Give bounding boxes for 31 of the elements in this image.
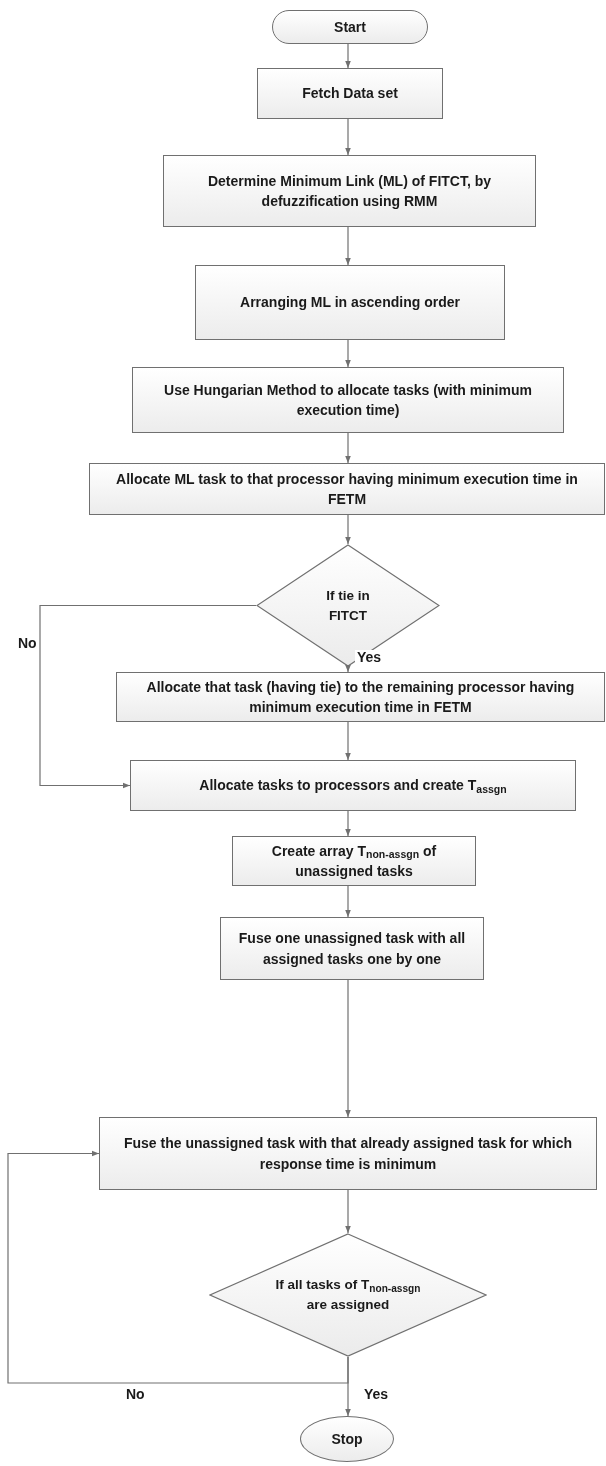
arrow xyxy=(345,43,351,69)
edge-label: No xyxy=(124,1387,147,1401)
edge-label: Yes xyxy=(355,650,384,664)
arrow xyxy=(7,1150,349,1384)
process-box: Fetch Data set xyxy=(257,68,443,119)
arrow xyxy=(345,226,351,266)
process-box: Fuse the unassigned task with that already assigned task for which response time is minimum xyxy=(99,1117,597,1190)
arrow xyxy=(345,339,351,368)
process-box: Fuse one unassigned task with all assigned tasks one by one xyxy=(220,917,484,980)
process-box: Arranging ML in ascending order xyxy=(195,265,505,340)
arrow xyxy=(345,721,351,761)
edge-label: No xyxy=(16,636,39,650)
arrow xyxy=(345,1189,351,1234)
process-box: Allocate ML task to that processor having minimum execution time in FETM xyxy=(89,463,605,515)
process-box: Create array T$_{non-assgn}$ of unassigned tasks xyxy=(232,836,476,886)
decision-diamond: If all tasks of T$_{non-assgn}$ are assigned xyxy=(209,1233,487,1357)
arrow xyxy=(345,885,351,918)
arrow xyxy=(345,514,351,545)
start-terminal: Start xyxy=(272,10,428,44)
arrow xyxy=(345,664,351,673)
stop-terminal: Stop xyxy=(300,1416,394,1462)
process-box: Determine Minimum Link (ML) of FITCT, by defuzzification using RMM xyxy=(163,155,536,227)
process-box: Allocate tasks to processors and create T$_{assgn}$ xyxy=(130,760,576,811)
arrow xyxy=(345,810,351,837)
arrow xyxy=(345,979,351,1118)
arrow xyxy=(39,604,257,789)
process-box: Allocate that task (having tie) to the remaining processor having minimum execution time in FETM xyxy=(116,672,605,722)
arrow xyxy=(345,432,351,464)
process-box: Use Hungarian Method to allocate tasks (with minimum execution time) xyxy=(132,367,564,433)
edge-label: Yes xyxy=(362,1387,391,1401)
arrow xyxy=(345,118,351,156)
